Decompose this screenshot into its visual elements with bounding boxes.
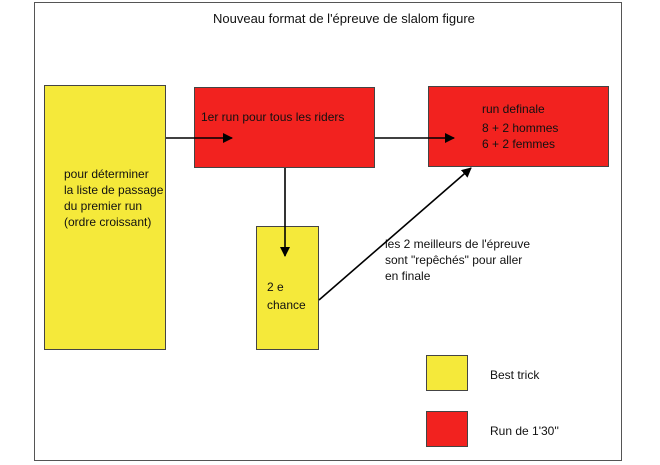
annotation-line-1: les 2 meilleurs de l'épreuve	[385, 237, 531, 251]
final-line-1: run definale	[482, 102, 545, 116]
final-line-3: 6 + 2 femmes	[482, 137, 556, 151]
start-line-2: la liste de passage	[64, 183, 164, 197]
chance-box-text: 2 e chance	[267, 279, 306, 313]
chance-line-1: 2 e	[267, 280, 284, 294]
annotation-text: les 2 meilleurs de l'épreuve sont "repêc…	[385, 236, 530, 284]
annotation-line-2: sont "repêchés" pour aller	[385, 253, 523, 267]
start-line-4: (ordre croissant)	[64, 215, 152, 229]
final-line-2: 8 + 2 hommes	[482, 121, 559, 135]
start-box	[44, 85, 166, 350]
run1-box	[194, 87, 375, 168]
arrow-chance-to-final	[318, 167, 472, 301]
final-box-text: run definale 8 + 2 hommes 6 + 2 femmes	[482, 101, 558, 152]
start-box-text: pour déterminer la liste de passage du p…	[64, 166, 163, 230]
legend-swatch-run	[426, 411, 468, 447]
final-box	[428, 86, 609, 167]
chance-line-2: chance	[267, 298, 306, 312]
start-line-3: du premier run	[64, 199, 143, 213]
legend-label-best-trick: Best trick	[490, 368, 540, 382]
annotation-line-3: en finale	[385, 269, 431, 283]
chance-box	[256, 226, 319, 350]
start-line-1: pour déterminer	[64, 167, 149, 181]
legend-swatch-best-trick	[426, 355, 468, 391]
diagram-title: Nouveau format de l'épreuve de slalom fi…	[213, 11, 475, 26]
legend-label-run: Run de 1'30''	[490, 424, 559, 438]
run1-label: 1er run pour tous les riders	[201, 110, 345, 124]
